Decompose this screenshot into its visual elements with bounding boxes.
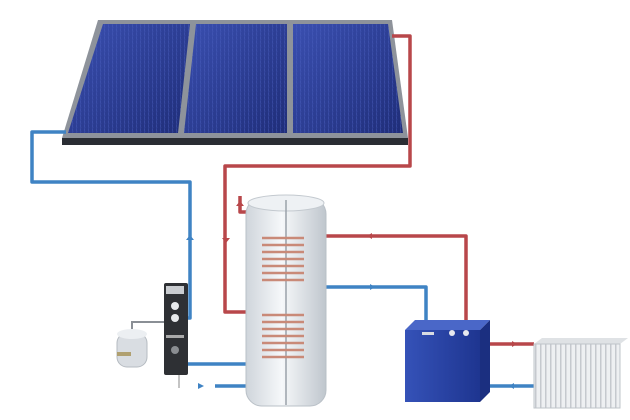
boiler	[405, 320, 490, 402]
flow-arrow-icon	[512, 341, 517, 347]
boiler-dial-icon	[463, 330, 469, 336]
flow-arrow-icon	[198, 383, 204, 389]
flow-arrow-icon	[236, 201, 244, 206]
expansion-vessel	[116, 321, 164, 368]
flow-arrow-icon	[367, 233, 372, 239]
solar-collectors	[62, 20, 408, 145]
upper-heating-coil	[262, 236, 304, 282]
boiler-flow-pipe	[318, 234, 468, 322]
boiler-dial-icon	[449, 330, 455, 336]
flow-arrow-icon	[370, 284, 375, 290]
radiator	[533, 338, 628, 409]
flow-arrow-icon	[509, 383, 514, 389]
flow-arrow-icon	[186, 235, 194, 240]
collector-flow-pipe	[223, 34, 412, 314]
storage-tank	[245, 194, 327, 407]
pump-station	[164, 283, 188, 388]
pump-icon	[171, 346, 179, 354]
boiler-return-pipe	[318, 285, 428, 322]
collector-return-pipe	[30, 130, 192, 320]
flow-arrow-icon	[222, 238, 230, 243]
lower-solar-coil	[262, 313, 304, 359]
